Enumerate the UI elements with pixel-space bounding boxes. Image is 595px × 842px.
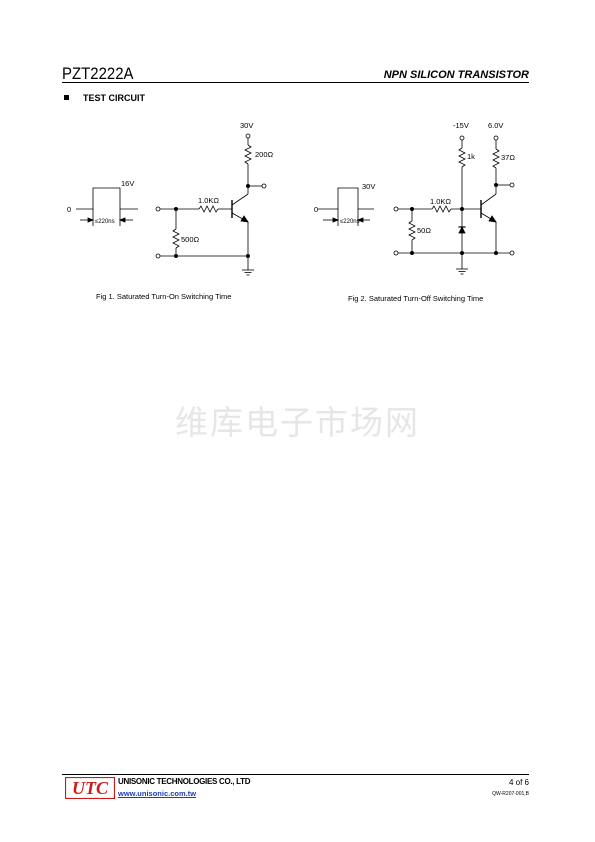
fig2-pulse-low-label: 0 [314, 205, 318, 214]
section-heading: TEST CIRCUIT [64, 93, 145, 103]
header-rule [62, 82, 529, 83]
bullet-icon [64, 95, 69, 101]
fig2-shunt-resistor-label: 50Ω [417, 226, 431, 235]
fig2-ground-terminal [393, 250, 399, 256]
footer-rule [62, 774, 529, 775]
fig2-pulse-waveform [318, 187, 374, 226]
company-name: UNISONIC TECHNOLOGIES CO., LTD [118, 777, 251, 786]
fig1-ground-terminal [155, 253, 161, 259]
fig1-collector-resistor-label: 200Ω [255, 150, 274, 159]
fig2-base-resistor-label: 1.0KΩ [430, 197, 451, 206]
fig2-input-terminal [393, 206, 399, 212]
fig1-pulse-width-label: ≤220ns [95, 219, 115, 225]
fig1-circuit [76, 133, 267, 276]
logo-text: UTC [72, 778, 109, 798]
fig2-collector-resistor [492, 148, 500, 169]
fig2-collector-resistor-label: 37Ω [501, 153, 515, 162]
watermark: 维库电子市场网 [175, 403, 420, 442]
fig2-circuit [318, 135, 515, 275]
fig1-pulse-high-label: 16V [121, 179, 134, 188]
fig1-shunt-resistor-label: 500Ω [181, 235, 200, 244]
fig2-neg-supply-label: -15V [453, 121, 469, 130]
fig1-input-terminal [155, 206, 161, 212]
fig2-bias-resistor [458, 147, 466, 168]
fig1-caption: Fig 1. Saturated Turn-On Switching Time [96, 292, 232, 301]
fig2-pos-supply-label: 6.0V [488, 121, 503, 130]
fig2-pulse-high-label: 30V [362, 182, 375, 191]
fig1-ground-icon [242, 269, 254, 276]
fig2-pos-supply-terminal [493, 135, 499, 141]
fig1-supply-label: 30V [240, 121, 253, 130]
fig2-diode [458, 226, 466, 234]
part-number: PZT2222A [62, 64, 134, 83]
fig2-shunt-resistor [408, 220, 416, 241]
fig1-supply-terminal [245, 133, 251, 139]
fig2-transistor [480, 193, 497, 223]
fig2-ground-icon [456, 268, 468, 275]
document-number: QW-R207-001,B [492, 791, 529, 797]
website-link[interactable]: www.unisonic.com.tw [118, 789, 197, 798]
fig1-pulse-waveform [76, 187, 138, 226]
fig2-caption: Fig 2. Saturated Turn-Off Switching Time [348, 294, 484, 303]
fig2-output-terminal [509, 182, 515, 188]
fig1-transistor [231, 193, 249, 223]
fig2-base-resistor [431, 205, 452, 213]
page-number: 4 of 6 [508, 778, 529, 787]
fig1-pulse-low-label: 0 [67, 205, 71, 214]
fig2-pulse-width-label: ≤220ns [340, 219, 360, 225]
fig1-base-resistor-label: 1.0KΩ [198, 196, 219, 205]
section-title: TEST CIRCUIT [83, 93, 145, 103]
utc-logo: UTC [65, 777, 115, 799]
fig2-neg-supply-terminal [459, 135, 465, 141]
document-type: NPN SILICON TRANSISTOR [383, 69, 529, 81]
fig1-collector-resistor [244, 144, 252, 165]
fig1-shunt-resistor [172, 228, 180, 249]
fig1-output-terminal [261, 183, 267, 189]
fig1-base-resistor [198, 205, 219, 213]
fig2-bias-resistor-label: 1k [467, 152, 475, 161]
fig2-return-terminal [509, 250, 515, 256]
